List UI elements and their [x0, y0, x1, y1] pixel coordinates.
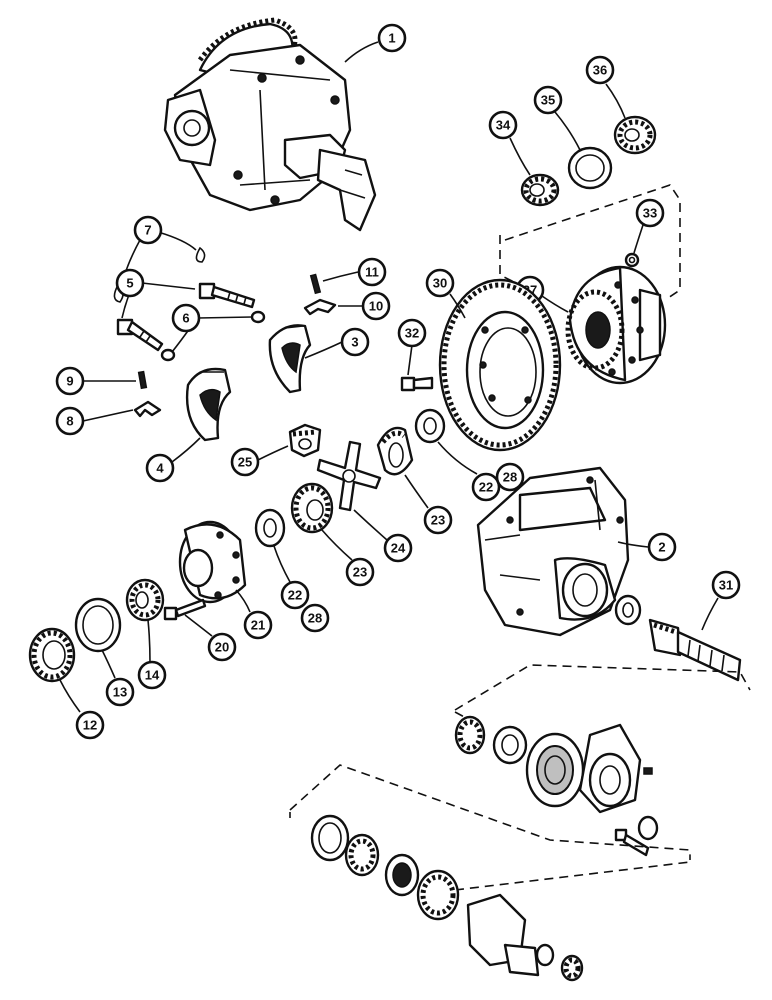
- nut-33: [624, 252, 640, 268]
- side-gear-23-upper: [376, 426, 414, 476]
- svg-text:4: 4: [156, 461, 164, 476]
- svg-text:30: 30: [433, 276, 447, 291]
- callout-22-lower: 22: [273, 545, 310, 610]
- group-bracket-lower-center: [289, 764, 691, 891]
- callout-9: 9: [55, 366, 136, 396]
- callout-30: 30: [425, 268, 466, 319]
- drive-pinion-31: [648, 618, 742, 682]
- pin-9: [137, 370, 148, 390]
- bolt-5-lower: [116, 318, 164, 352]
- callout-24: 24: [353, 509, 413, 563]
- pin-11: [309, 273, 322, 295]
- svg-text:33: 33: [643, 206, 657, 221]
- svg-text:24: 24: [391, 541, 406, 556]
- lock-plate-10: [303, 298, 337, 316]
- svg-text:31: 31: [719, 578, 733, 593]
- bearing-near-pinion: [614, 594, 642, 626]
- bolt-20: [163, 598, 207, 621]
- callout-21: 21: [235, 589, 273, 640]
- callout-36: 36: [585, 55, 626, 119]
- bearing-cone-34: [520, 173, 560, 207]
- callout-3: 3: [304, 327, 370, 359]
- callout-11: 11: [322, 257, 387, 287]
- svg-text:21: 21: [251, 618, 265, 633]
- bearing-cup-35: [567, 146, 613, 190]
- callout-35: 35: [533, 85, 581, 151]
- svg-text:23: 23: [431, 513, 445, 528]
- svg-text:5: 5: [126, 276, 133, 291]
- callout-23-upper: 23: [404, 474, 453, 535]
- svg-text:3: 3: [351, 335, 358, 350]
- svg-text:6: 6: [182, 311, 189, 326]
- callout-6: 6: [171, 303, 253, 353]
- svg-text:2: 2: [658, 540, 665, 555]
- callout-32: 32: [397, 318, 427, 376]
- svg-text:20: 20: [215, 640, 229, 655]
- pinion-cage-components: [454, 715, 659, 857]
- svg-text:36: 36: [593, 63, 607, 78]
- bearing-cap-4: [185, 367, 232, 442]
- callout-20: 20: [184, 614, 237, 662]
- differential-case-21: [178, 520, 247, 604]
- svg-text:35: 35: [541, 93, 555, 108]
- callout-8: 8: [55, 406, 134, 436]
- svg-text:22: 22: [479, 480, 493, 495]
- callout-33: 33: [633, 198, 665, 254]
- group-bracket-lower-right: [454, 664, 751, 721]
- yoke-and-bearings: [310, 814, 584, 982]
- svg-text:13: 13: [113, 685, 127, 700]
- svg-text:25: 25: [238, 455, 252, 470]
- side-gear-23-lower: [290, 482, 334, 534]
- svg-text:1: 1: [388, 31, 395, 46]
- callout-14: 14: [137, 619, 167, 690]
- callout-31: 31: [701, 570, 741, 631]
- thrust-washer-28-upper: [414, 408, 446, 444]
- differential-case-27: [565, 265, 667, 385]
- callout-34: 34: [488, 110, 531, 176]
- group-bracket-upper-right: [499, 184, 681, 301]
- bolt-32: [400, 376, 434, 392]
- ring-gear-30: [438, 278, 562, 452]
- callout-5: 5: [115, 268, 196, 319]
- svg-text:9: 9: [66, 374, 73, 389]
- svg-text:32: 32: [405, 326, 419, 341]
- differential-carrier-assembly: [163, 17, 377, 232]
- callout-1: 1: [344, 23, 407, 63]
- callout-28-lower: 28: [300, 603, 330, 633]
- callout-13: 13: [101, 649, 135, 707]
- svg-text:34: 34: [496, 118, 511, 133]
- carrier-housing-2: [476, 466, 630, 637]
- svg-text:14: 14: [145, 668, 160, 683]
- bearing-cup-13: [74, 597, 122, 653]
- bearing-cone-14: [125, 578, 165, 622]
- svg-text:8: 8: [66, 414, 73, 429]
- svg-text:11: 11: [365, 265, 379, 280]
- adjuster-nut-12: [28, 627, 76, 683]
- svg-text:12: 12: [83, 718, 97, 733]
- callout-23-lower: 23: [321, 529, 375, 587]
- callout-4: 4: [145, 437, 201, 483]
- bearing-cap-3: [268, 324, 312, 394]
- bolt-5-upper: [198, 282, 256, 309]
- callout-28-upper: 28: [495, 462, 525, 492]
- svg-text:23: 23: [353, 565, 367, 580]
- svg-text:10: 10: [369, 299, 383, 314]
- callout-10: 10: [338, 291, 391, 321]
- svg-text:28: 28: [503, 470, 517, 485]
- callout-12: 12: [59, 679, 105, 740]
- callout-22-upper: 22: [437, 441, 501, 502]
- pinion-gear-25: [288, 423, 322, 458]
- lock-plate-8: [133, 400, 162, 418]
- svg-text:28: 28: [308, 611, 322, 626]
- callout-25: 25: [230, 445, 289, 477]
- spider-24: [316, 440, 382, 512]
- bearing-cone-36: [613, 115, 657, 155]
- svg-text:22: 22: [288, 588, 302, 603]
- callout-2: 2: [617, 532, 677, 562]
- svg-text:7: 7: [144, 223, 151, 238]
- thrust-washer-22-lower: [254, 508, 286, 548]
